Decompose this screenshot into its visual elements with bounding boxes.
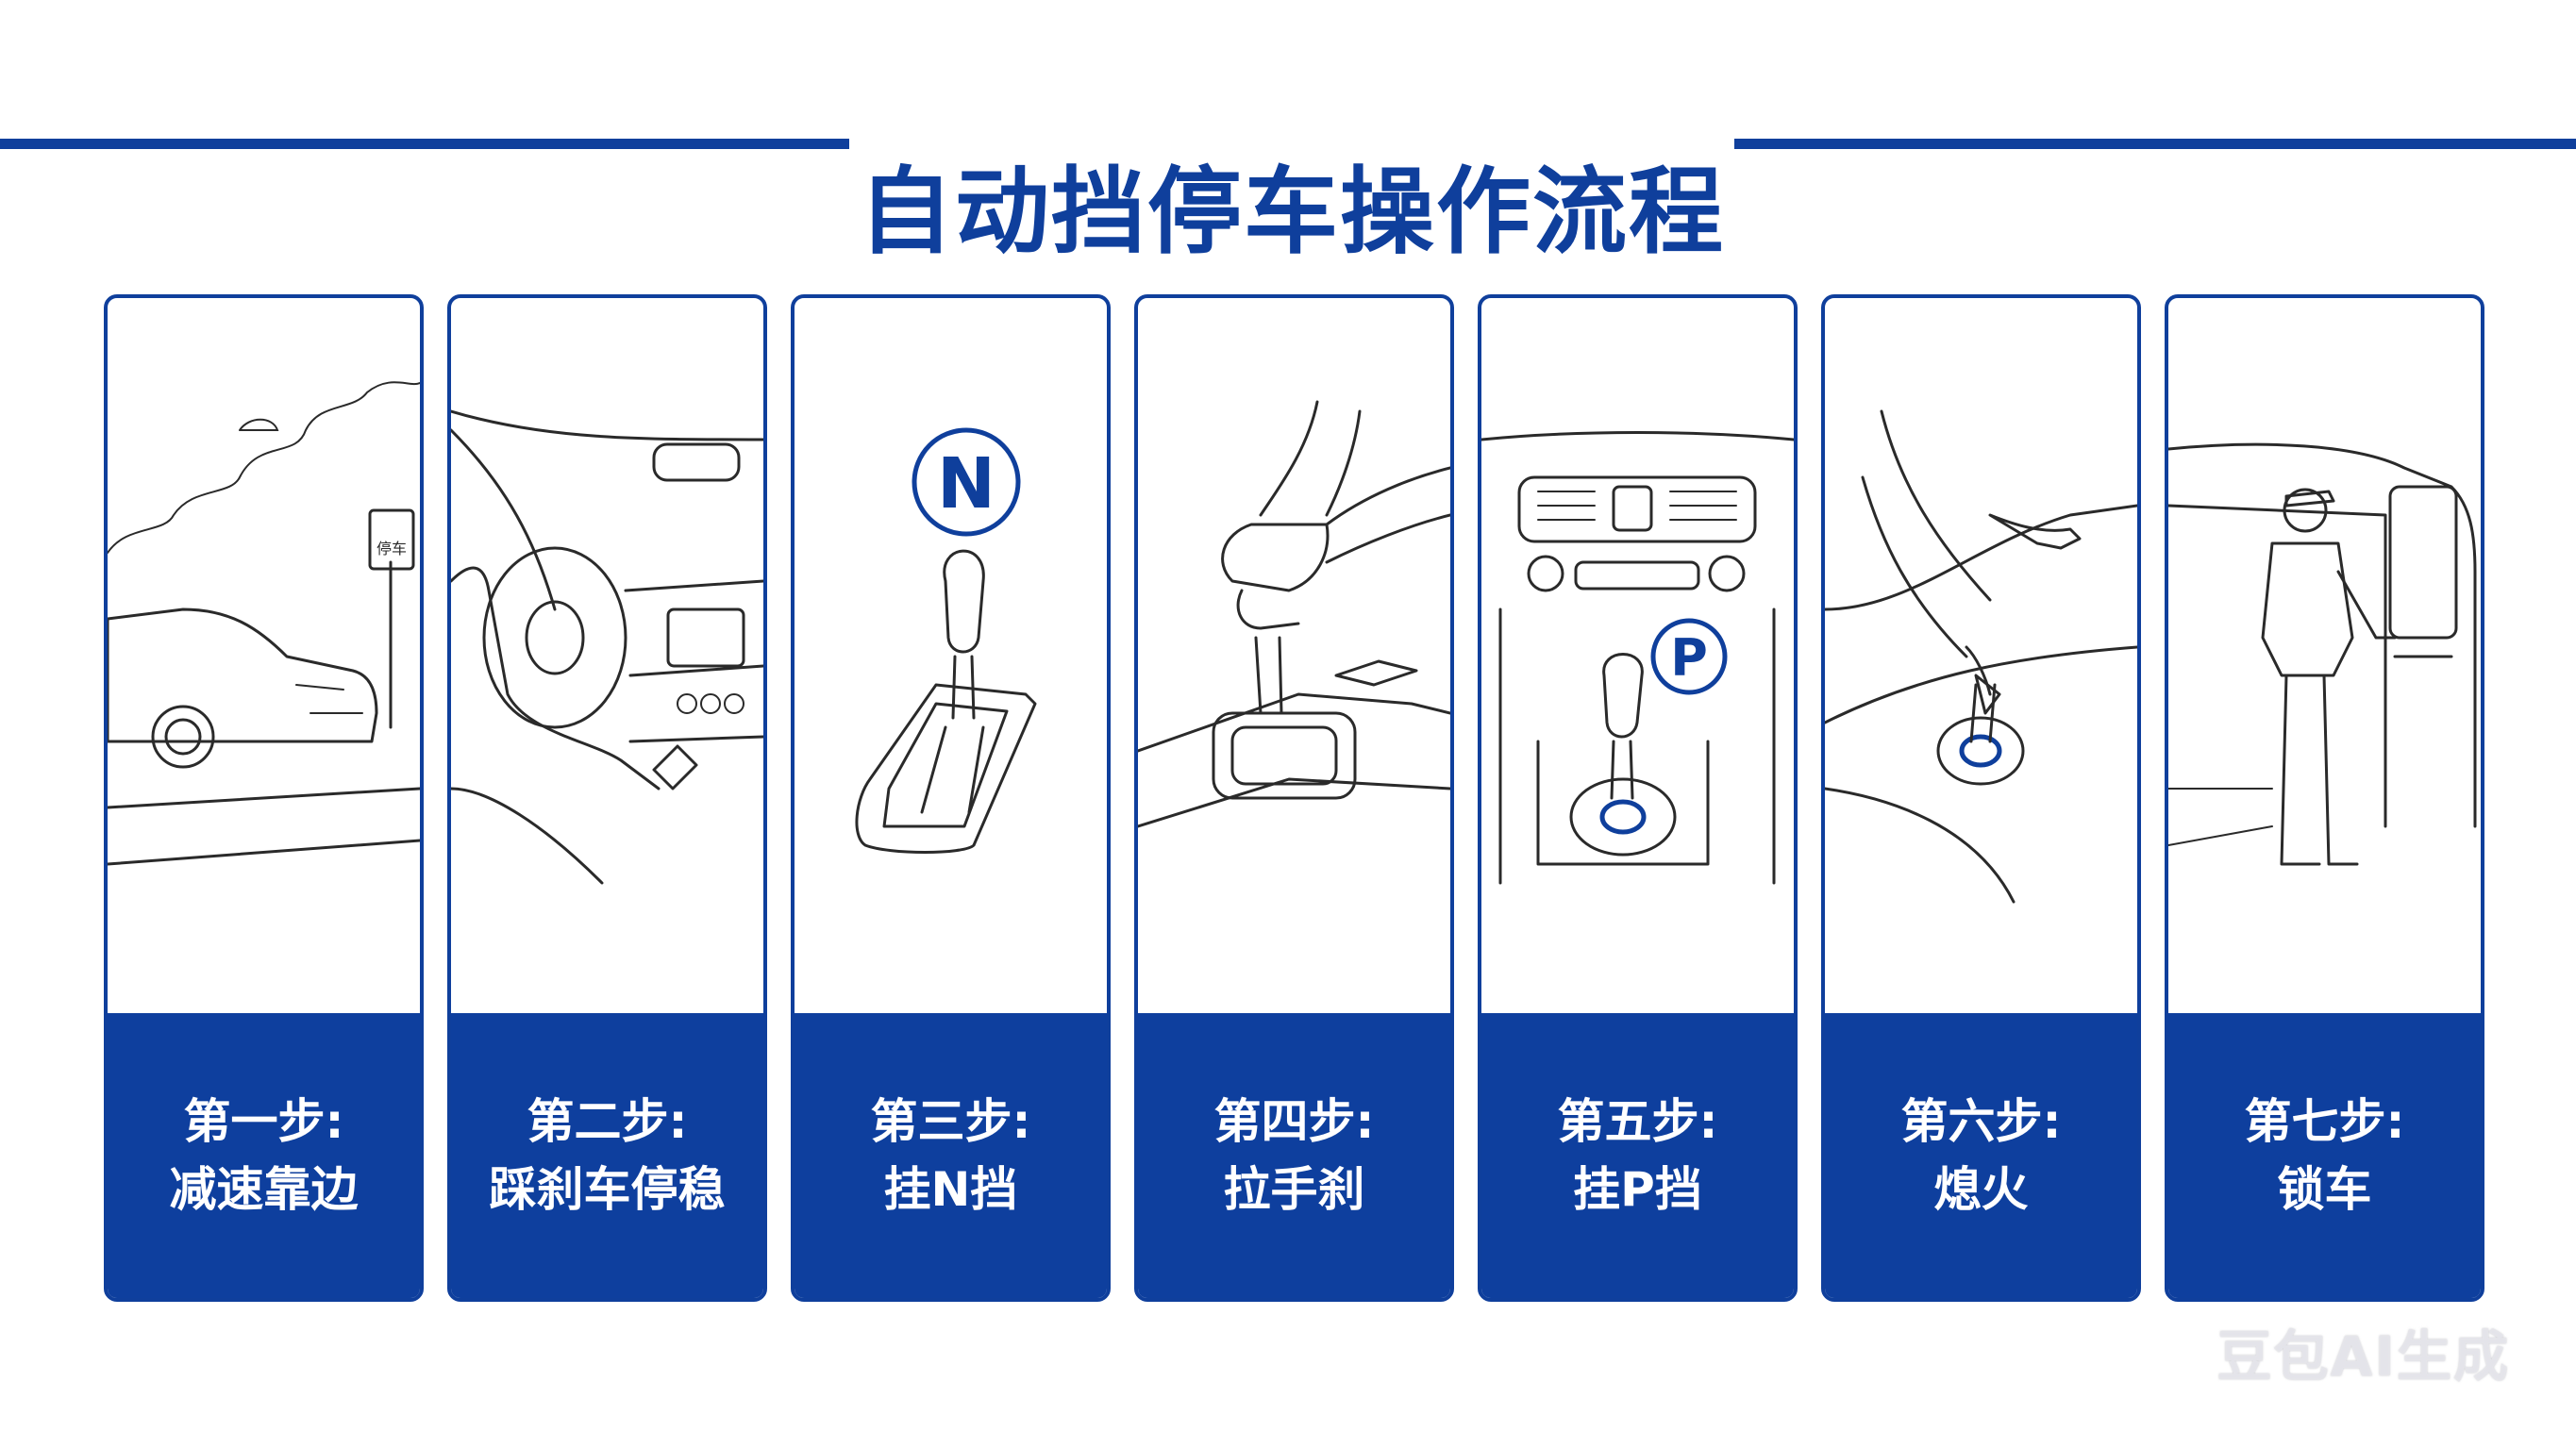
step-label: 第七步: xyxy=(2244,1094,2405,1149)
step-card-4: 第四步: 拉手刹 xyxy=(1134,294,1454,1302)
title-rule-left xyxy=(0,139,849,149)
step-label: 第五步: xyxy=(1557,1094,1718,1149)
step-card-6: 第六步: 熄火 xyxy=(1821,294,2141,1302)
step-caption-3: 第三步: 挂N挡 xyxy=(795,1013,1107,1298)
step-label: 第二步: xyxy=(527,1094,688,1149)
gear-badge-p: P xyxy=(1670,628,1708,688)
step-card-3: N 第三步: 挂N挡 xyxy=(791,294,1111,1302)
step-action: 挂N挡 xyxy=(883,1162,1018,1217)
gear-badge-n: N xyxy=(937,443,995,524)
step-action: 熄火 xyxy=(1933,1162,2029,1217)
gear-shift-n-icon: N xyxy=(795,298,1107,1013)
driver-brake-icon xyxy=(451,298,763,1013)
car-roadside-icon: 停车 xyxy=(108,298,420,1013)
step-label: 第一步: xyxy=(183,1094,344,1149)
page-title: 自动挡停车操作流程 xyxy=(859,157,1725,267)
step-action: 减速靠边 xyxy=(169,1162,359,1217)
step-caption-6: 第六步: 熄火 xyxy=(1825,1013,2137,1298)
step-caption-4: 第四步: 拉手刹 xyxy=(1138,1013,1450,1298)
step-caption-1: 第一步: 减速靠边 xyxy=(108,1013,420,1298)
step-card-7: 第七步: 锁车 xyxy=(2165,294,2484,1302)
step-card-2: 第二步: 踩刹车停稳 xyxy=(447,294,767,1302)
step-action: 踩刹车停稳 xyxy=(489,1162,726,1217)
step-label: 第六步: xyxy=(1900,1094,2062,1149)
step-caption-7: 第七步: 锁车 xyxy=(2168,1013,2481,1298)
parking-sign-text: 停车 xyxy=(376,540,407,558)
engine-off-icon xyxy=(1825,298,2137,1013)
step-action: 锁车 xyxy=(2277,1162,2372,1217)
title-rule-right xyxy=(1734,139,2576,149)
step-card-5: P 第五步: 挂P挡 xyxy=(1478,294,1798,1302)
step-caption-5: 第五步: 挂P挡 xyxy=(1481,1013,1794,1298)
watermark: 豆包AI生成 xyxy=(2216,1324,2510,1389)
step-action: 拉手刹 xyxy=(1223,1162,1365,1217)
step-card-1: 停车 第一步: 减速靠边 xyxy=(104,294,424,1302)
step-label: 第三步: xyxy=(870,1094,1031,1149)
step-caption-2: 第二步: 踩刹车停稳 xyxy=(451,1013,763,1298)
step-label: 第四步: xyxy=(1213,1094,1375,1149)
lock-car-icon xyxy=(2168,298,2481,1013)
gear-shift-p-icon: P xyxy=(1481,298,1794,1013)
step-action: 挂P挡 xyxy=(1573,1162,1702,1217)
handbrake-icon xyxy=(1138,298,1450,1013)
